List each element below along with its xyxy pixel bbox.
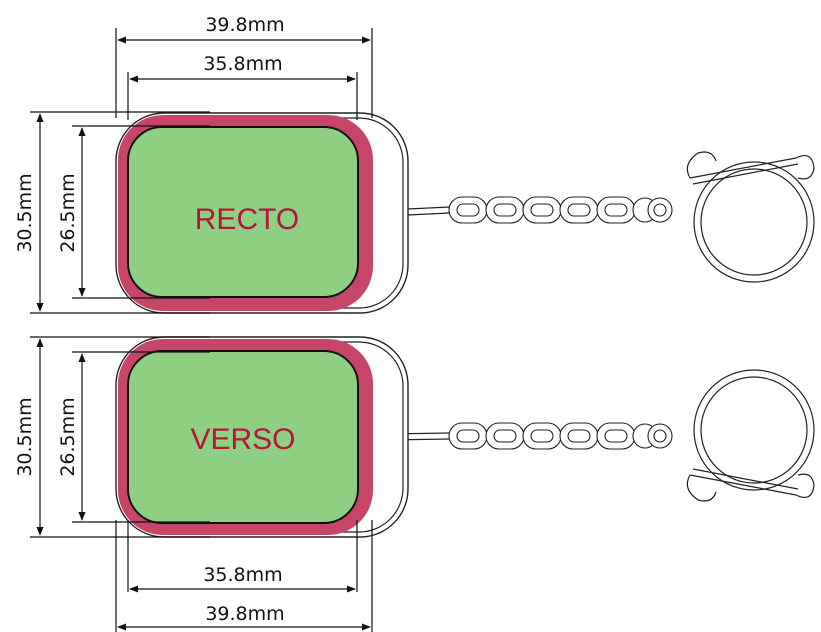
tag-verso: VERSO (115, 336, 409, 538)
tag-recto: RECTO (115, 112, 409, 314)
verso-height-outer: 30.5mm (14, 397, 36, 476)
keyring-recto (686, 151, 815, 283)
chain-verso (370, 422, 673, 450)
verso-label: VERSO (190, 423, 295, 456)
verso-view: VERSO 30.5mm 26.5mm 35.8mm 39.8mm (14, 336, 815, 632)
chain-recto (370, 196, 673, 224)
recto-height-outer: 30.5mm (14, 173, 36, 252)
recto-view: RECTO 39.8mm 35.8mm 30.5mm 26.5mm (14, 14, 815, 314)
recto-height-inner: 26.5mm (57, 173, 79, 252)
verso-width-outer: 39.8mm (205, 603, 284, 625)
verso-height-inner: 26.5mm (57, 397, 79, 476)
safe-area-verso (127, 350, 359, 524)
recto-width-inner: 35.8mm (203, 53, 282, 75)
keyring-verso (686, 369, 815, 502)
dimensions-verso: 30.5mm 26.5mm 35.8mm 39.8mm (14, 336, 373, 632)
safe-area-recto (127, 126, 359, 298)
recto-width-outer: 39.8mm (205, 14, 284, 36)
recto-label: RECTO (195, 203, 299, 236)
dimensions-recto: 39.8mm 35.8mm 30.5mm 26.5mm (14, 14, 373, 314)
verso-width-inner: 35.8mm (203, 564, 282, 586)
